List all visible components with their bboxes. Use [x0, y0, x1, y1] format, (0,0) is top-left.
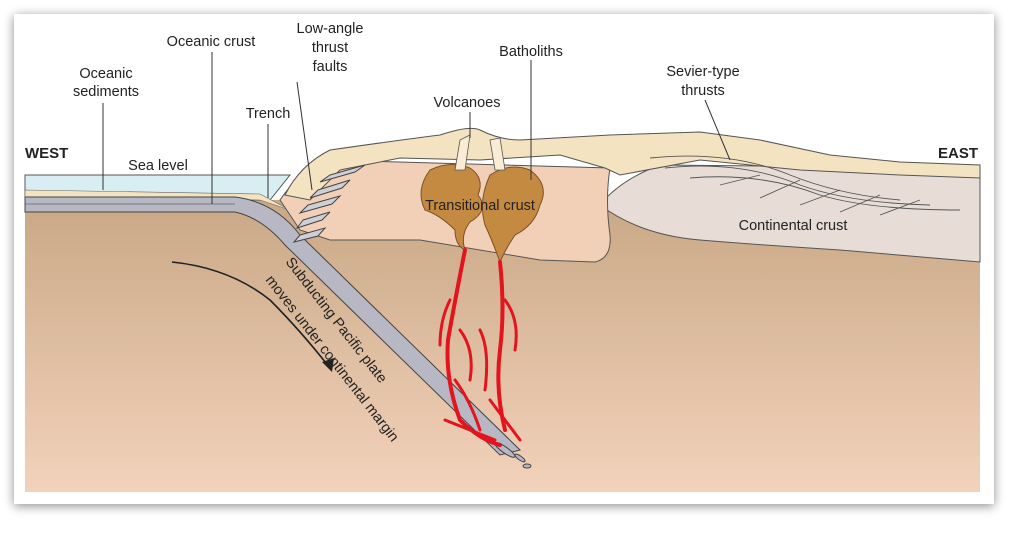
slab-fragment: [522, 463, 532, 469]
low-angle-label-2: thrust: [312, 40, 348, 56]
oceanic-crust-label: Oceanic crust: [167, 34, 256, 50]
sevier-label-2: thrusts: [681, 83, 725, 99]
subduction-arrow-head: [322, 358, 334, 372]
oceanic-sediments-layer: [24, 189, 291, 211]
west-label: WEST: [25, 145, 68, 162]
magma-plumes: [438, 248, 522, 447]
subduction-arrow: [171, 261, 331, 369]
transitional-crust-label: Transitional crust: [425, 198, 535, 214]
low-angle-thrust-faults: [292, 164, 366, 243]
sea-level-label: Sea level: [128, 158, 188, 174]
east-label: EAST: [938, 145, 978, 162]
volcanoes-label: Volcanoes: [434, 95, 501, 111]
oceanic-sediments-label-2: sediments: [73, 84, 139, 100]
sevier-thrust-sheets: [649, 155, 961, 216]
low-angle-label-3: faults: [313, 59, 348, 75]
volcano-conduit: [489, 137, 506, 171]
continental-crust-label: Continental crust: [739, 218, 848, 234]
slab-fragment: [514, 453, 526, 463]
oceanic-sediments-label-1: Oceanic: [79, 66, 132, 82]
trench-label: Trench: [246, 106, 291, 122]
low-angle-label-1: Low-angle: [297, 21, 364, 37]
batholith-left: [420, 164, 483, 251]
leader-lines: [102, 52, 731, 204]
batholiths-label: Batholiths: [499, 44, 563, 60]
sevier-label-1: Sevier-type: [666, 64, 739, 80]
batholith-right: [481, 166, 544, 264]
